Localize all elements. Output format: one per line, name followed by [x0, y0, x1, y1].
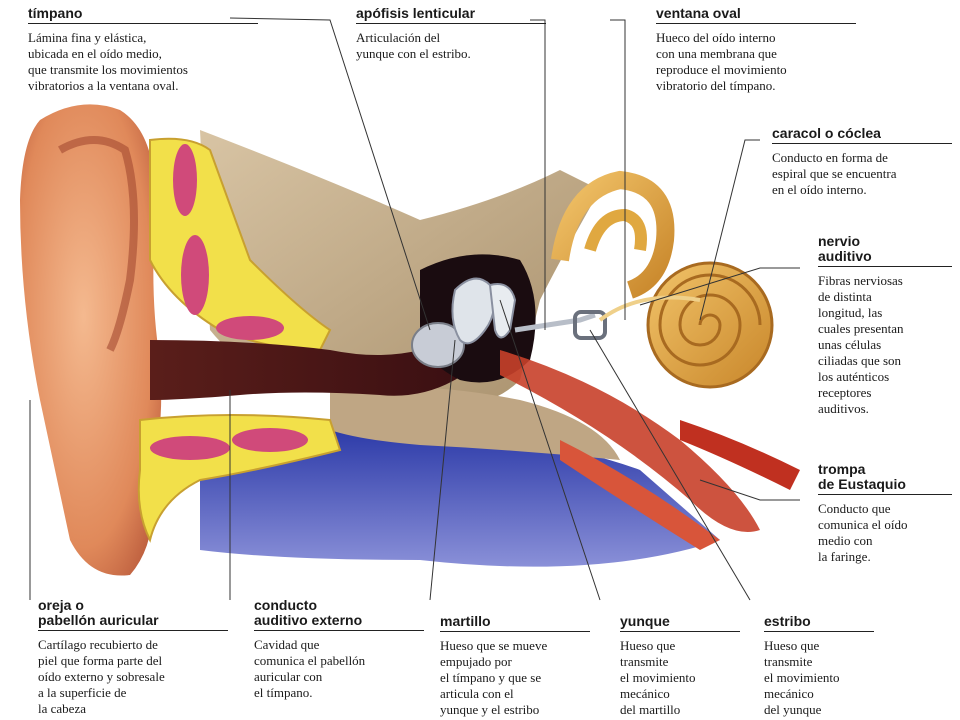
gland: [232, 428, 308, 452]
label-conducto-auditivo: conducto auditivo externo Cavidad que co…: [254, 598, 424, 701]
stapes-footplate: [573, 310, 607, 340]
label-description: Hueso que transmite el movimiento mecáni…: [620, 638, 696, 717]
eustachian-tube: [500, 350, 760, 532]
label-ventana-oval: ventana oval Hueco del oído interno con …: [656, 6, 856, 94]
label-title: oreja o pabellón auricular: [38, 598, 228, 631]
auditory-nerve: [598, 295, 701, 322]
ossicles-stapes: [514, 312, 596, 333]
label-description: Hueso que transmite el movimiento mecáni…: [764, 638, 840, 717]
label-description: Hueso que se mueve empujado por el tímpa…: [440, 638, 548, 717]
leader-lines: [29, 17, 800, 601]
label-title: caracol o cóclea: [772, 126, 952, 144]
auricle-inner: [58, 136, 138, 352]
label-yunque: yunque Hueso que transmite el movimiento…: [620, 614, 740, 718]
label-description: Lámina fina y elástica, ubicada en el oí…: [28, 30, 188, 93]
label-martillo: martillo Hueso que se mueve empujado por…: [440, 614, 590, 718]
label-oreja: oreja o pabellón auricular Cartílago rec…: [38, 598, 228, 717]
label-title: yunque: [620, 614, 740, 632]
cochlea-spiral: [658, 273, 762, 367]
ossicles: [451, 277, 495, 345]
label-description: Fibras nerviosas de distinta longitud, l…: [818, 273, 904, 416]
ear-canal: [150, 340, 470, 400]
gland: [173, 144, 197, 216]
muscle: [680, 420, 800, 490]
label-estribo: estribo Hueso que transmite el movimient…: [764, 614, 874, 718]
label-trompa-eustaquio: trompa de Eustaquio Conducto que comunic…: [818, 462, 952, 565]
label-title: trompa de Eustaquio: [818, 462, 952, 495]
label-title: martillo: [440, 614, 590, 632]
cochlea: [646, 261, 774, 389]
eardrum: [411, 322, 465, 368]
label-title: nervio auditivo: [818, 234, 952, 267]
gland: [150, 436, 230, 460]
auricle: [20, 104, 162, 576]
label-description: Cavidad que comunica el pabellón auricul…: [254, 637, 366, 700]
muscle: [560, 440, 720, 550]
label-title: tímpano: [28, 6, 258, 24]
label-title: estribo: [764, 614, 874, 632]
semicircular-canals: [551, 170, 675, 299]
label-description: Hueco del oído interno con una membrana …: [656, 30, 787, 93]
gland: [216, 316, 284, 340]
label-nervio-auditivo: nervio auditivo Fibras nerviosas de dist…: [818, 234, 952, 417]
label-description: Conducto en forma de espiral que se encu…: [772, 150, 897, 197]
label-title: apófisis lenticular: [356, 6, 546, 24]
label-timpano: tímpano Lámina fina y elástica, ubicada …: [28, 6, 258, 94]
label-description: Cartílago recubierto de piel que forma p…: [38, 637, 165, 716]
label-description: Articulación del yunque con el estribo.: [356, 30, 471, 61]
gland: [181, 235, 209, 315]
label-caracol: caracol o cóclea Conducto en forma de es…: [772, 126, 952, 198]
semicircular-canals: [584, 208, 647, 252]
label-title: conducto auditivo externo: [254, 598, 424, 631]
label-title: ventana oval: [656, 6, 856, 24]
label-apofisis: apófisis lenticular Articulación del yun…: [356, 6, 546, 62]
label-description: Conducto que comunica el oído medio con …: [818, 501, 908, 564]
